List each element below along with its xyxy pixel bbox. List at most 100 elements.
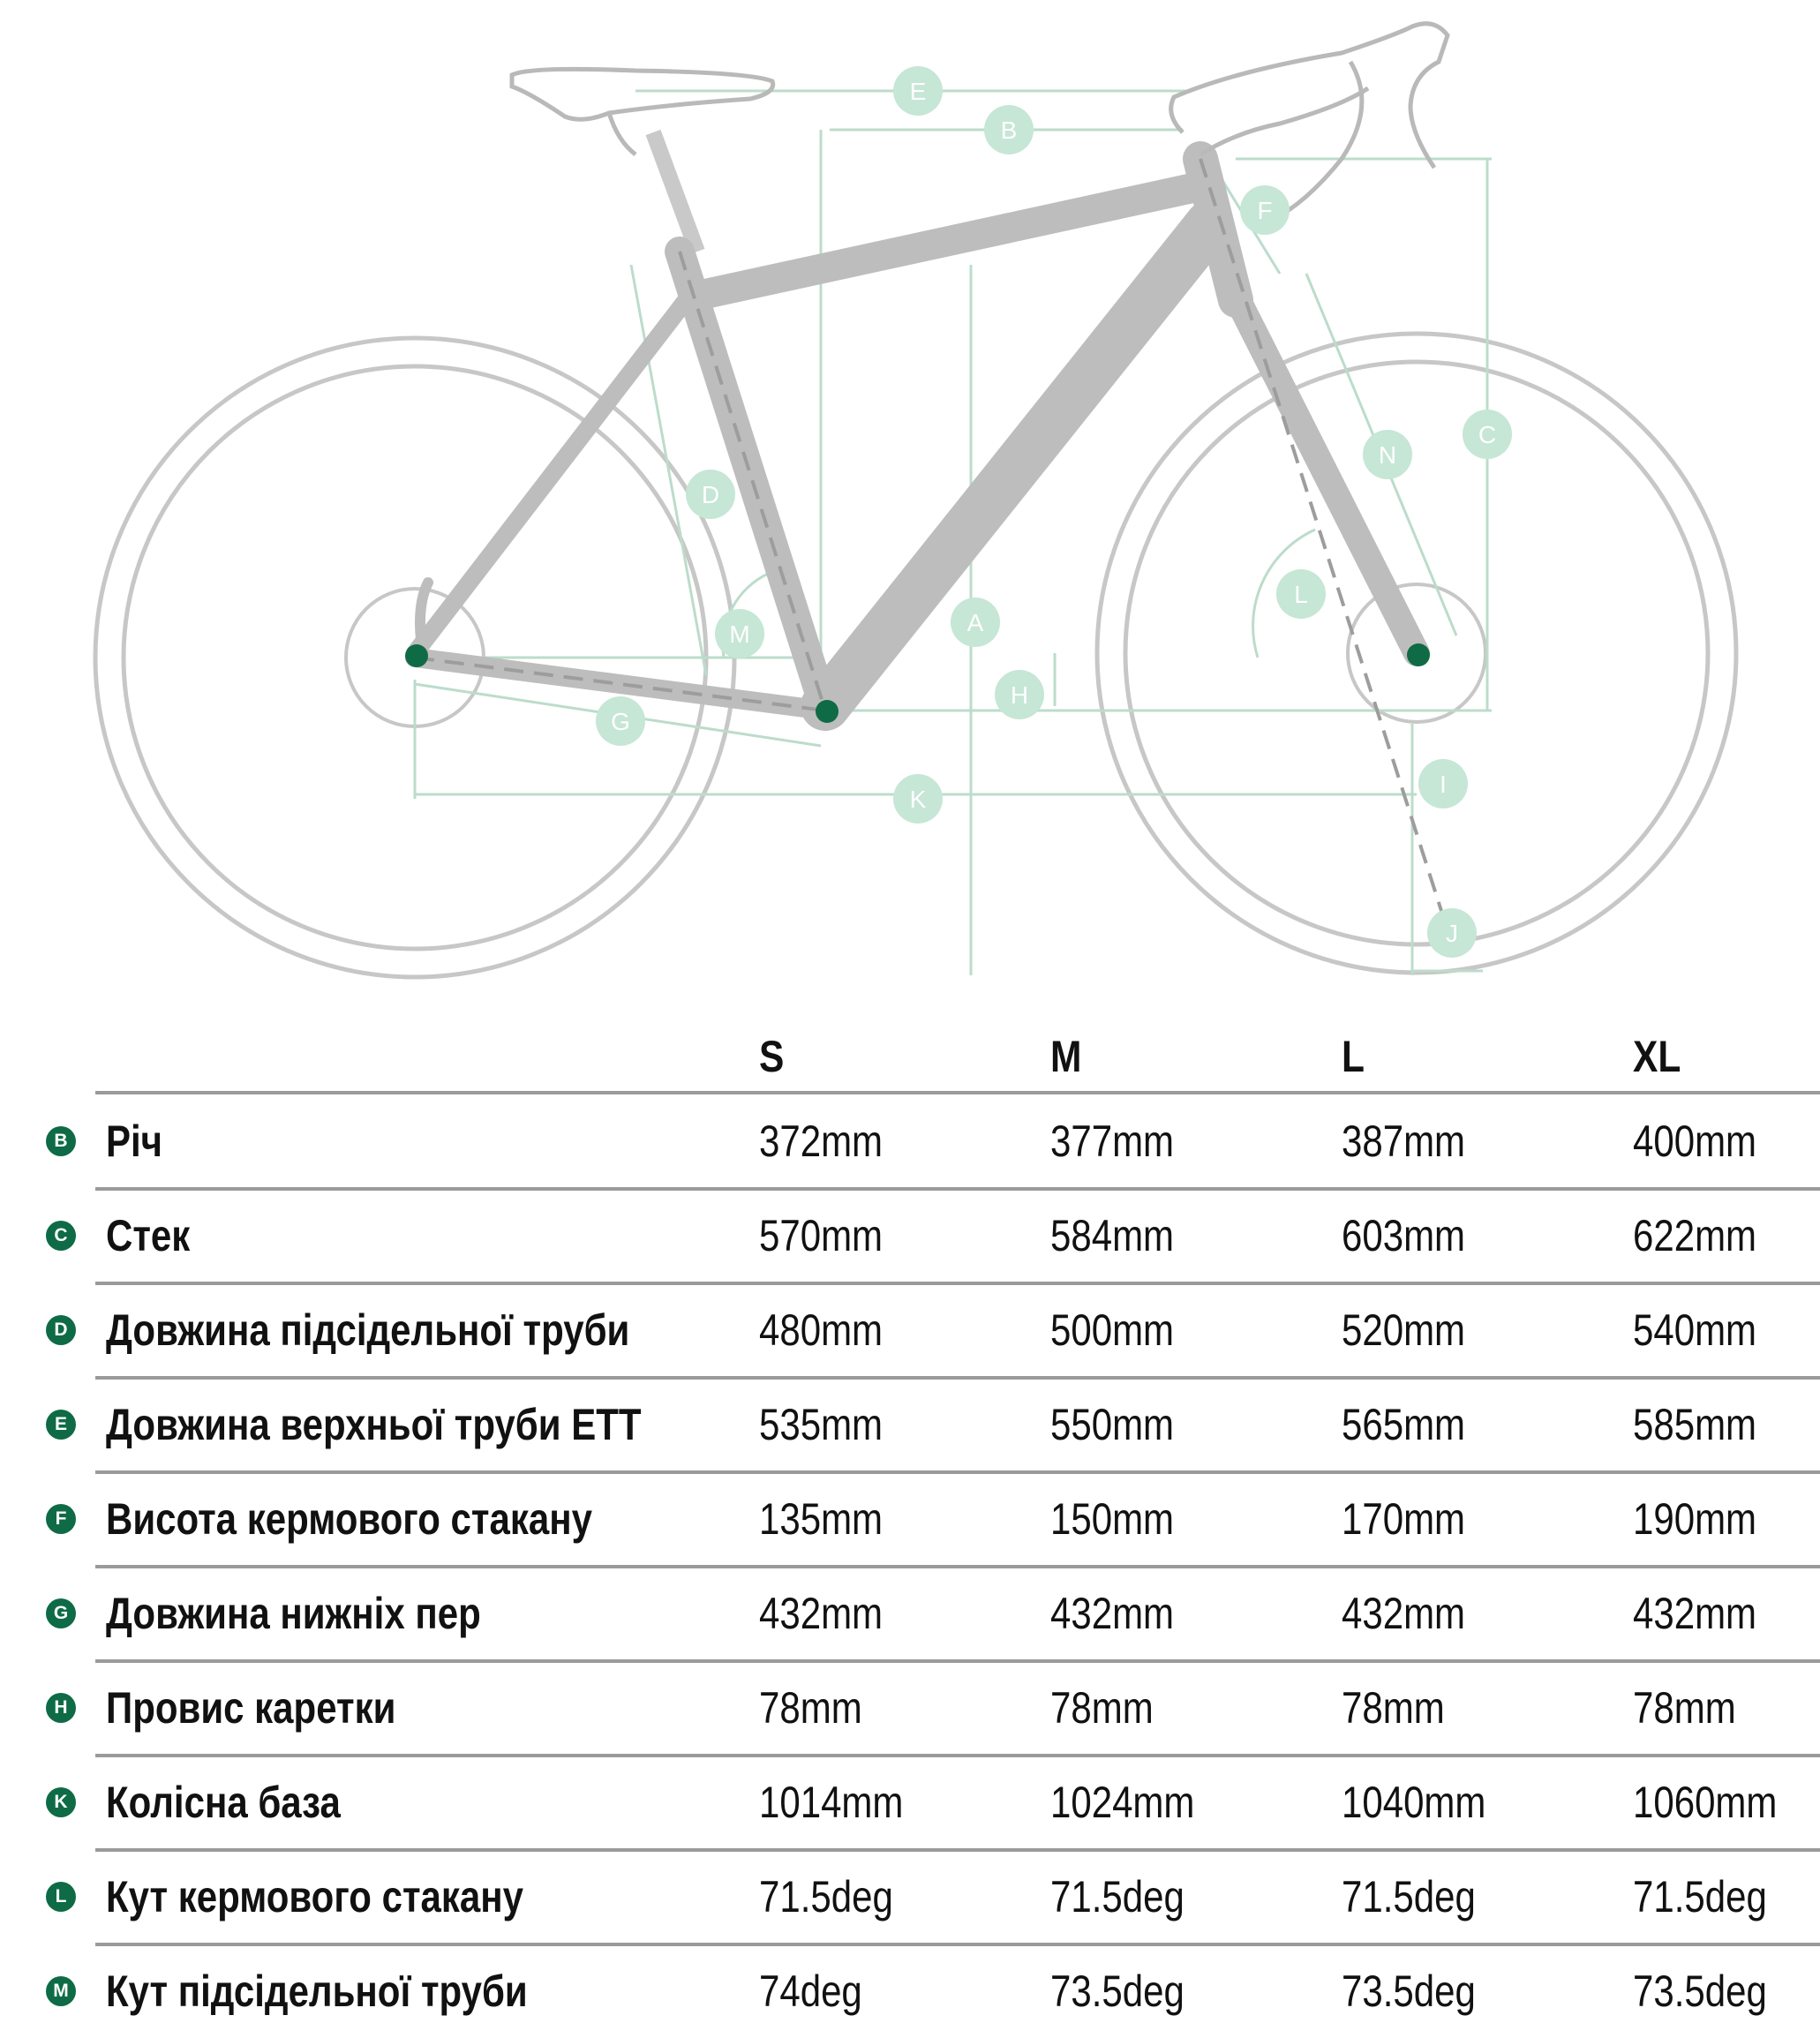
- row-value-xl: 540mm: [1633, 1305, 1757, 1355]
- row-divider: [95, 1376, 1820, 1380]
- row-label: Довжина нижніх пер: [106, 1589, 481, 1638]
- size-header-xl: XL: [1633, 1032, 1681, 1081]
- row-value-m: 377mm: [1050, 1117, 1175, 1166]
- row-badge: G: [46, 1598, 76, 1628]
- row-divider: [95, 1565, 1820, 1568]
- row-divider: [95, 1943, 1820, 1946]
- row-value-xl: 400mm: [1633, 1117, 1757, 1166]
- marker-h: H: [995, 670, 1044, 719]
- marker-g-label: G: [611, 708, 630, 735]
- row-badge: H: [46, 1693, 76, 1723]
- size-header-m: M: [1050, 1032, 1082, 1081]
- marker-e-label: E: [910, 78, 927, 105]
- row-divider: [95, 1091, 1820, 1094]
- marker-i-label: I: [1440, 771, 1447, 798]
- dimension-markers: E B F C N D M A L H G K I J: [596, 66, 1512, 958]
- row-value-l: 78mm: [1342, 1683, 1445, 1733]
- row-divider: [95, 1754, 1820, 1757]
- marker-b-label: B: [1001, 117, 1018, 144]
- row-value-xl: 585mm: [1633, 1400, 1757, 1449]
- table-row: E Довжина верхньої труби ETT 535mm 550mm 565…: [0, 1378, 1820, 1471]
- marker-d: D: [686, 470, 735, 519]
- table-row: H Провис каретки 78mm 78mm 78mm 78mm: [0, 1661, 1820, 1755]
- marker-k-label: K: [910, 786, 927, 813]
- bike-geometry-diagram: E B F C N D M A L H G K I J: [93, 21, 1739, 980]
- row-value-m: 1024mm: [1050, 1778, 1195, 1827]
- row-value-xl: 190mm: [1633, 1494, 1757, 1544]
- bike-frame: [405, 141, 1430, 731]
- row-value-l: 73.5deg: [1342, 1967, 1476, 2016]
- row-divider: [95, 1470, 1820, 1474]
- row-value-l: 71.5deg: [1342, 1872, 1476, 1921]
- marker-n-label: N: [1379, 441, 1396, 469]
- row-value-m: 584mm: [1050, 1211, 1175, 1260]
- row-label: Колісна база: [106, 1778, 341, 1827]
- row-value-l: 603mm: [1342, 1211, 1466, 1260]
- row-divider: [95, 1187, 1820, 1191]
- row-badge: M: [46, 1976, 76, 2006]
- row-value-xl: 73.5deg: [1633, 1967, 1767, 2016]
- row-value-s: 1014mm: [759, 1778, 904, 1827]
- row-value-s: 71.5deg: [759, 1872, 893, 1921]
- row-badge: K: [46, 1787, 76, 1817]
- marker-j: J: [1427, 908, 1477, 958]
- row-badge: C: [46, 1221, 76, 1251]
- row-label: Річ: [106, 1117, 163, 1166]
- table-row: M Кут підсідельної труби 74deg 73.5deg 73.5d…: [0, 1944, 1820, 2038]
- row-divider: [95, 1659, 1820, 1663]
- marker-b: B: [984, 105, 1034, 154]
- row-value-s: 480mm: [759, 1305, 884, 1355]
- row-badge: D: [46, 1315, 76, 1345]
- marker-f: F: [1240, 185, 1290, 235]
- row-badge: F: [46, 1504, 76, 1534]
- row-label: Довжина верхньої труби ETT: [106, 1400, 642, 1449]
- row-value-l: 565mm: [1342, 1400, 1466, 1449]
- table-header: S M L XL: [0, 1006, 1820, 1094]
- row-value-l: 170mm: [1342, 1494, 1466, 1544]
- row-divider: [95, 1848, 1820, 1852]
- row-value-m: 550mm: [1050, 1400, 1175, 1449]
- row-value-l: 387mm: [1342, 1117, 1466, 1166]
- row-value-l: 520mm: [1342, 1305, 1466, 1355]
- marker-l: L: [1276, 569, 1326, 619]
- marker-i: I: [1418, 759, 1468, 808]
- bottom-bracket-dot: [816, 700, 839, 723]
- row-value-s: 74deg: [759, 1967, 862, 2016]
- row-value-m: 71.5deg: [1050, 1872, 1185, 1921]
- row-value-xl: 71.5deg: [1633, 1872, 1767, 1921]
- row-value-s: 432mm: [759, 1589, 884, 1638]
- row-value-l: 1040mm: [1342, 1778, 1486, 1827]
- row-value-m: 78mm: [1050, 1683, 1154, 1733]
- row-value-s: 135mm: [759, 1494, 884, 1544]
- marker-n: N: [1363, 430, 1412, 479]
- row-value-s: 78mm: [759, 1683, 862, 1733]
- marker-l-label: L: [1294, 581, 1308, 608]
- row-badge: L: [46, 1882, 76, 1912]
- row-label: Висота кермового стакану: [106, 1494, 592, 1544]
- marker-d-label: D: [702, 481, 719, 508]
- marker-f-label: F: [1257, 197, 1272, 224]
- saddle: [509, 66, 776, 255]
- row-label: Провис каретки: [106, 1683, 396, 1733]
- row-value-m: 432mm: [1050, 1589, 1175, 1638]
- row-value-xl: 78mm: [1633, 1683, 1736, 1733]
- front-axle-dot: [1407, 643, 1430, 666]
- row-divider: [95, 1282, 1820, 1285]
- row-label: Кут підсідельної труби: [106, 1967, 528, 2016]
- marker-g: G: [596, 696, 645, 746]
- row-value-s: 535mm: [759, 1400, 884, 1449]
- row-label: Довжина підсідельної труби: [106, 1305, 630, 1355]
- row-label: Стек: [106, 1211, 191, 1260]
- marker-m: M: [715, 609, 764, 658]
- marker-c-label: C: [1478, 421, 1496, 448]
- size-header-s: S: [759, 1032, 785, 1081]
- marker-e: E: [893, 66, 943, 116]
- marker-a: A: [951, 598, 1000, 647]
- row-badge: E: [46, 1410, 76, 1440]
